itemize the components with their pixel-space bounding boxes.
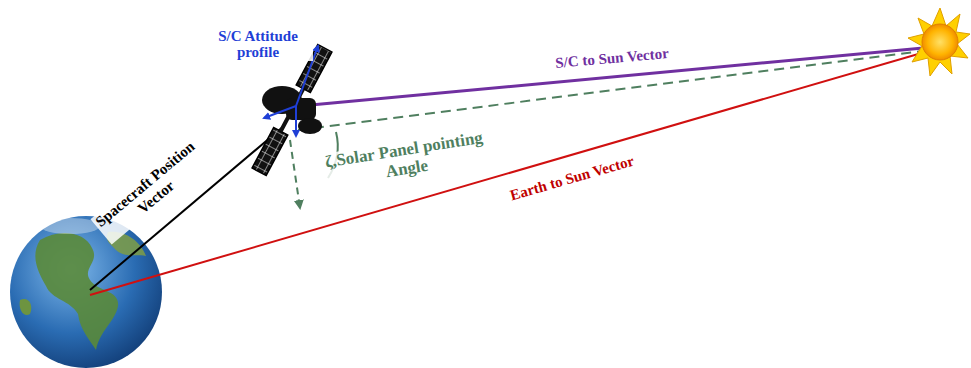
panel-normal-line (290, 140, 300, 208)
attitude-axis (264, 106, 296, 118)
position-label: Spacecraft Position Vector (90, 136, 210, 244)
position-line (90, 126, 284, 290)
earth (10, 216, 162, 368)
sun (908, 8, 970, 76)
attitude-label: S/C Attitude profile (204, 28, 313, 61)
attitude-axis (295, 106, 297, 136)
angle-label: ζ,Solar Panel pointing Angle (319, 128, 492, 191)
sc-sun-label: S/C to Sun Vector (525, 42, 700, 74)
